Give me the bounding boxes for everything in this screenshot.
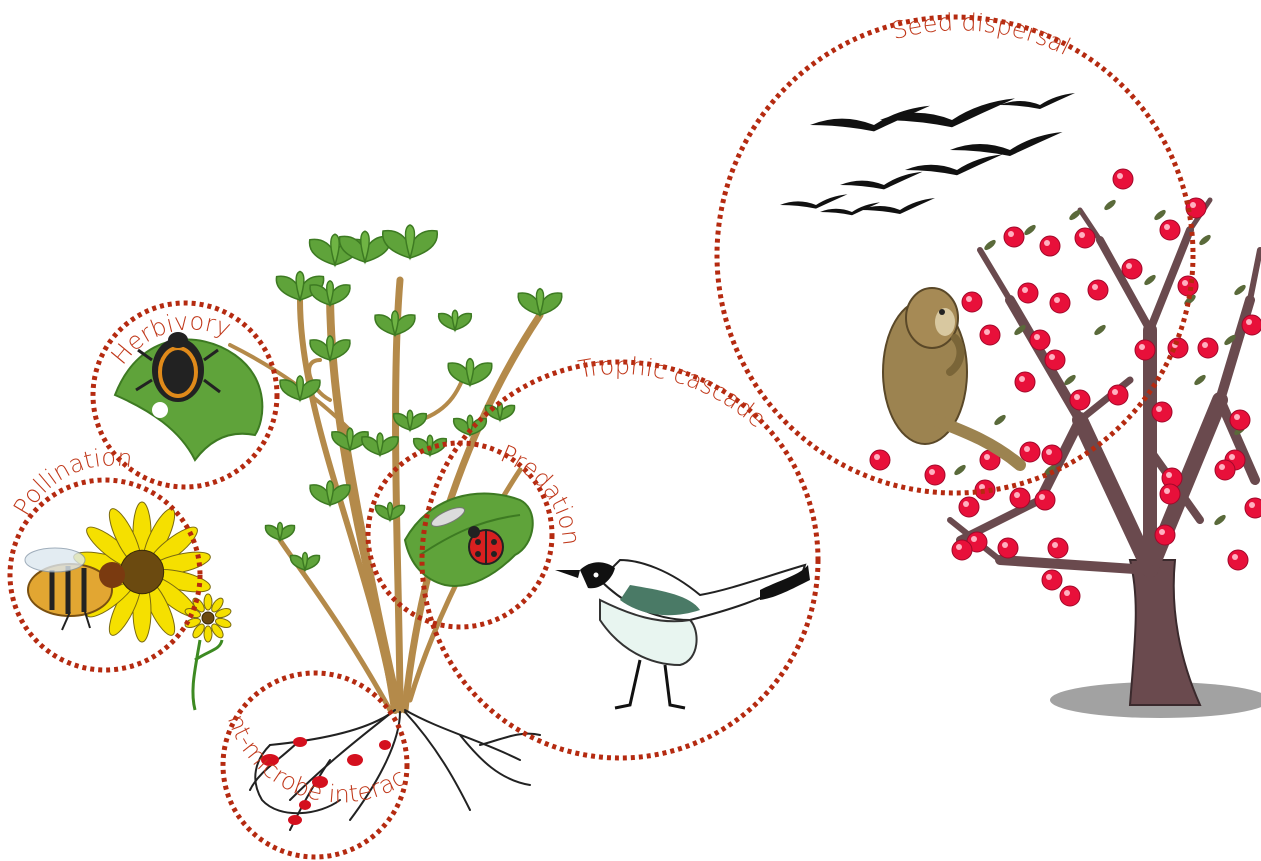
tree-trunk [1130, 560, 1200, 705]
monkey-icon [883, 288, 1020, 465]
seed-dispersal-label: Seed dispersal [889, 8, 1075, 61]
bee-on-flower-icon [25, 502, 232, 710]
flying-birds-icon [780, 93, 1075, 215]
tree-branches [950, 200, 1260, 570]
